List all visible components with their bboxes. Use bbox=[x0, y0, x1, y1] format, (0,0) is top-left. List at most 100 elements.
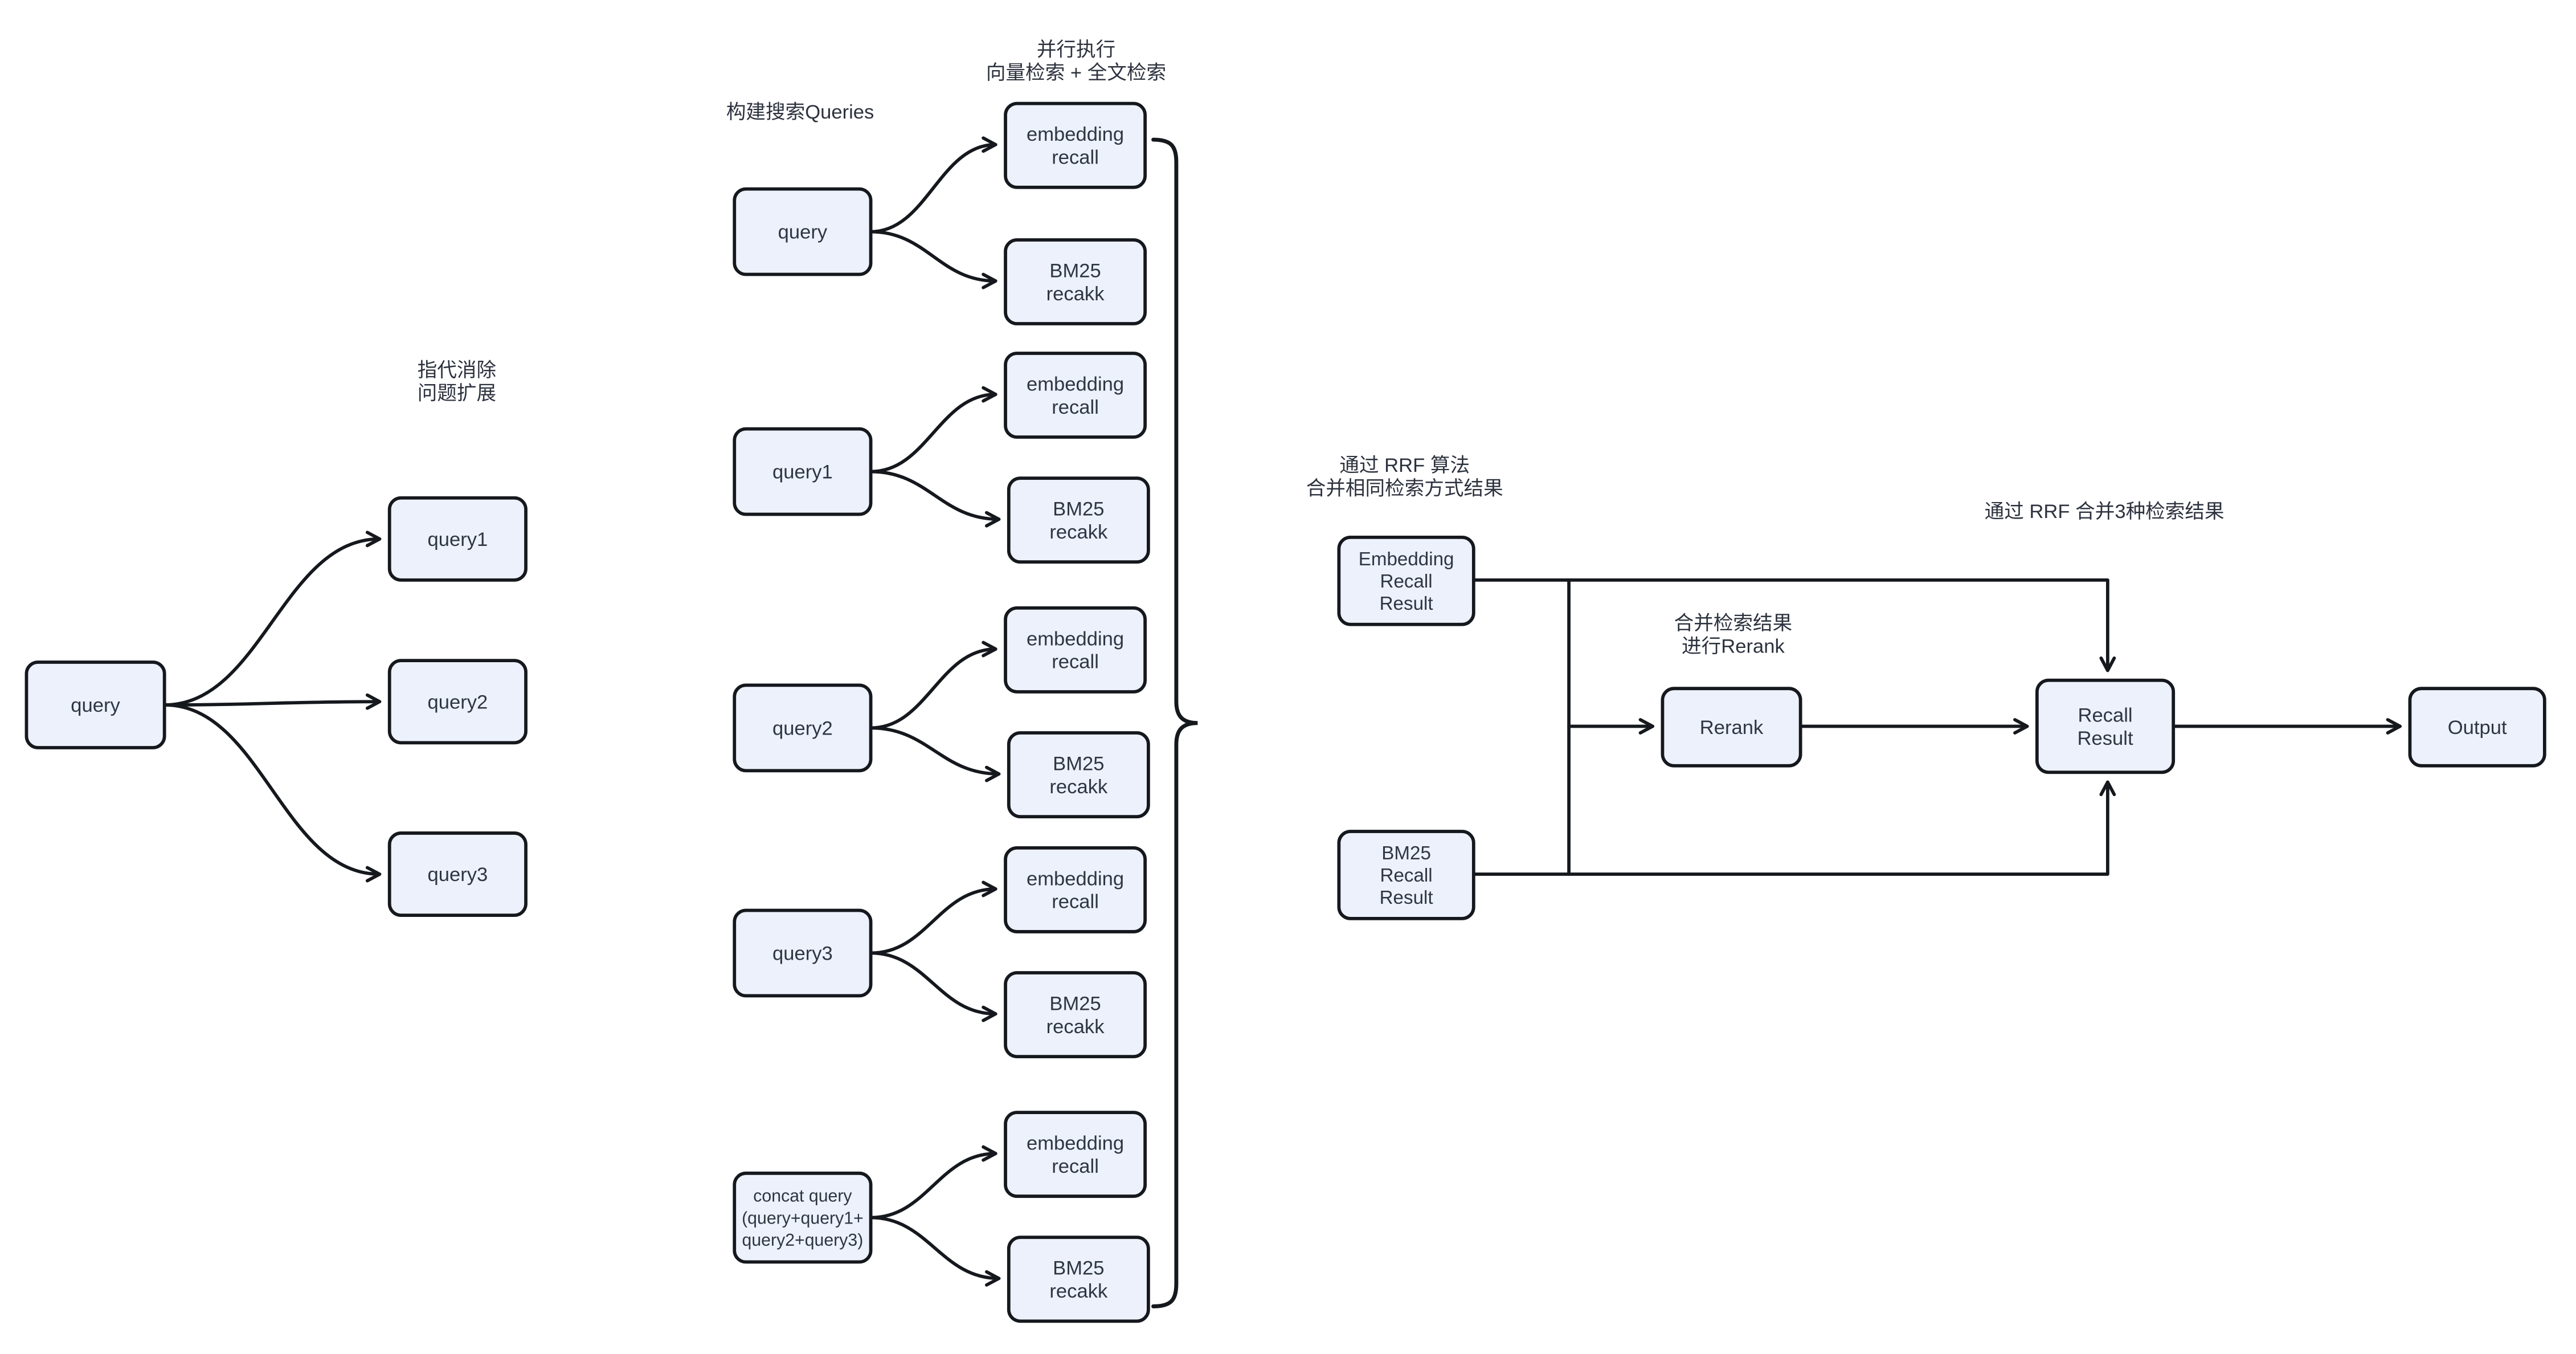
edge-bm25-result-to-recall-result bbox=[1471, 780, 2116, 876]
node-label-line: Result bbox=[1380, 593, 1433, 614]
node-box-query-root bbox=[24, 660, 166, 749]
node-label-line: embedding bbox=[1027, 868, 1124, 890]
edge-query-mid-to-bm25-recall-1 bbox=[869, 230, 997, 289]
coref-expand-label: 指代消除问题扩展 bbox=[418, 360, 496, 404]
edge-query2-mid-to-bm25-recall-3 bbox=[869, 726, 1001, 782]
node-box-bm25-recall-4 bbox=[1004, 971, 1147, 1058]
edge-query1-mid-to-bm25-recall-2 bbox=[869, 470, 1001, 528]
edge-query1-mid-to-embedding-recall-2 bbox=[869, 386, 997, 474]
node-label-line: Recall bbox=[1380, 865, 1433, 886]
edge-query-mid-to-embedding-recall-1 bbox=[869, 136, 997, 234]
node-label-line: embedding bbox=[1027, 124, 1124, 145]
node-label-line: embedding bbox=[1027, 628, 1124, 650]
node-box-query1-left bbox=[387, 496, 528, 582]
node-label-output: Output bbox=[2448, 717, 2507, 739]
node-box-bm25-recall-3 bbox=[1007, 731, 1150, 818]
node-label-line: concat query bbox=[753, 1186, 852, 1205]
node-label-line: query1 bbox=[428, 529, 488, 550]
node-query2-left: query2 bbox=[387, 659, 528, 745]
node-label-line: BM25 bbox=[1053, 1258, 1104, 1279]
node-box-bm25-recall-result bbox=[1337, 830, 1475, 920]
rrf-merge-three-label: 通过 RRF 合并3种检索结果 bbox=[1985, 501, 2225, 523]
node-box-query3-left bbox=[387, 831, 528, 917]
node-label-line: Recall bbox=[1380, 571, 1433, 592]
node-label-query1-mid: query1 bbox=[772, 462, 833, 483]
rrf-merge-same-label: 通过 RRF 算法合并相同检索方式结果 bbox=[1306, 455, 1503, 499]
node-box-embedding-recall-3 bbox=[1004, 606, 1147, 694]
node-label-line: Embedding bbox=[1359, 549, 1454, 570]
node-label-line: Result bbox=[1380, 887, 1433, 908]
edge-concat-to-bm25-recall-5 bbox=[869, 1216, 1001, 1287]
node-query-root: query bbox=[24, 660, 166, 749]
node-label-query2-mid: query2 bbox=[772, 717, 833, 739]
node-box-embedding-recall-2 bbox=[1004, 352, 1147, 439]
node-box-embedding-recall-4 bbox=[1004, 846, 1147, 933]
edge-query-to-query1 bbox=[162, 531, 382, 707]
node-label-line: query bbox=[71, 695, 120, 716]
node-box-query-mid bbox=[733, 187, 873, 276]
node-label-rerank: Rerank bbox=[1700, 717, 1764, 739]
node-label-line: Result bbox=[2078, 728, 2133, 749]
node-box-bm25-recall-2 bbox=[1007, 476, 1150, 564]
node-label-query3-left: query3 bbox=[428, 864, 488, 886]
node-label-line: embedding bbox=[1027, 373, 1124, 395]
node-label-line: recall bbox=[1052, 1156, 1099, 1177]
node-label-line: Recall bbox=[2078, 704, 2132, 726]
node-query1-left: query1 bbox=[387, 496, 528, 582]
node-output: Output bbox=[2408, 687, 2546, 768]
node-box-query2-mid bbox=[733, 683, 873, 773]
build-queries-label: 构建搜索Queries bbox=[726, 101, 874, 123]
node-box-query2-left bbox=[387, 659, 528, 745]
node-label-line: recall bbox=[1052, 397, 1099, 418]
node-label-line: recakk bbox=[1046, 1016, 1105, 1038]
annotation-line: 合并检索结果 bbox=[1674, 613, 1793, 634]
grouping-brace bbox=[1151, 137, 1198, 1308]
node-query2-mid: query2 bbox=[733, 683, 873, 773]
node-query3-mid: query3 bbox=[733, 908, 873, 998]
node-box-recall-result bbox=[2035, 678, 2176, 774]
edge-concat-to-embedding-recall-5 bbox=[869, 1145, 997, 1220]
node-query-mid: query bbox=[733, 187, 873, 276]
edges-layer bbox=[162, 136, 2402, 1287]
node-label-line: recakk bbox=[1049, 1280, 1108, 1302]
annotation-line: 合并相同检索方式结果 bbox=[1306, 478, 1503, 500]
edge-query3-mid-to-bm25-recall-4 bbox=[869, 951, 997, 1022]
node-label-concat-query: concat query(query+query1+query2+query3) bbox=[742, 1186, 864, 1250]
node-label-line: recakk bbox=[1046, 283, 1105, 305]
node-label-line: query bbox=[778, 222, 828, 243]
brace-layer bbox=[1151, 137, 1198, 1308]
node-label-line: recall bbox=[1052, 891, 1099, 913]
edge-query3-mid-to-embedding-recall-4 bbox=[869, 880, 997, 955]
edge-query2-mid-to-embedding-recall-3 bbox=[869, 641, 997, 730]
node-label-line: recall bbox=[1052, 651, 1099, 673]
node-box-output bbox=[2408, 687, 2546, 768]
annotation-line: 进行Rerank bbox=[1682, 635, 1785, 657]
node-label-query3-mid: query3 bbox=[772, 943, 833, 965]
node-box-query3-mid bbox=[733, 908, 873, 998]
node-box-bm25-recall-1 bbox=[1004, 238, 1147, 325]
node-label-line: query3 bbox=[428, 864, 488, 886]
node-label-line: BM25 bbox=[1053, 499, 1104, 520]
